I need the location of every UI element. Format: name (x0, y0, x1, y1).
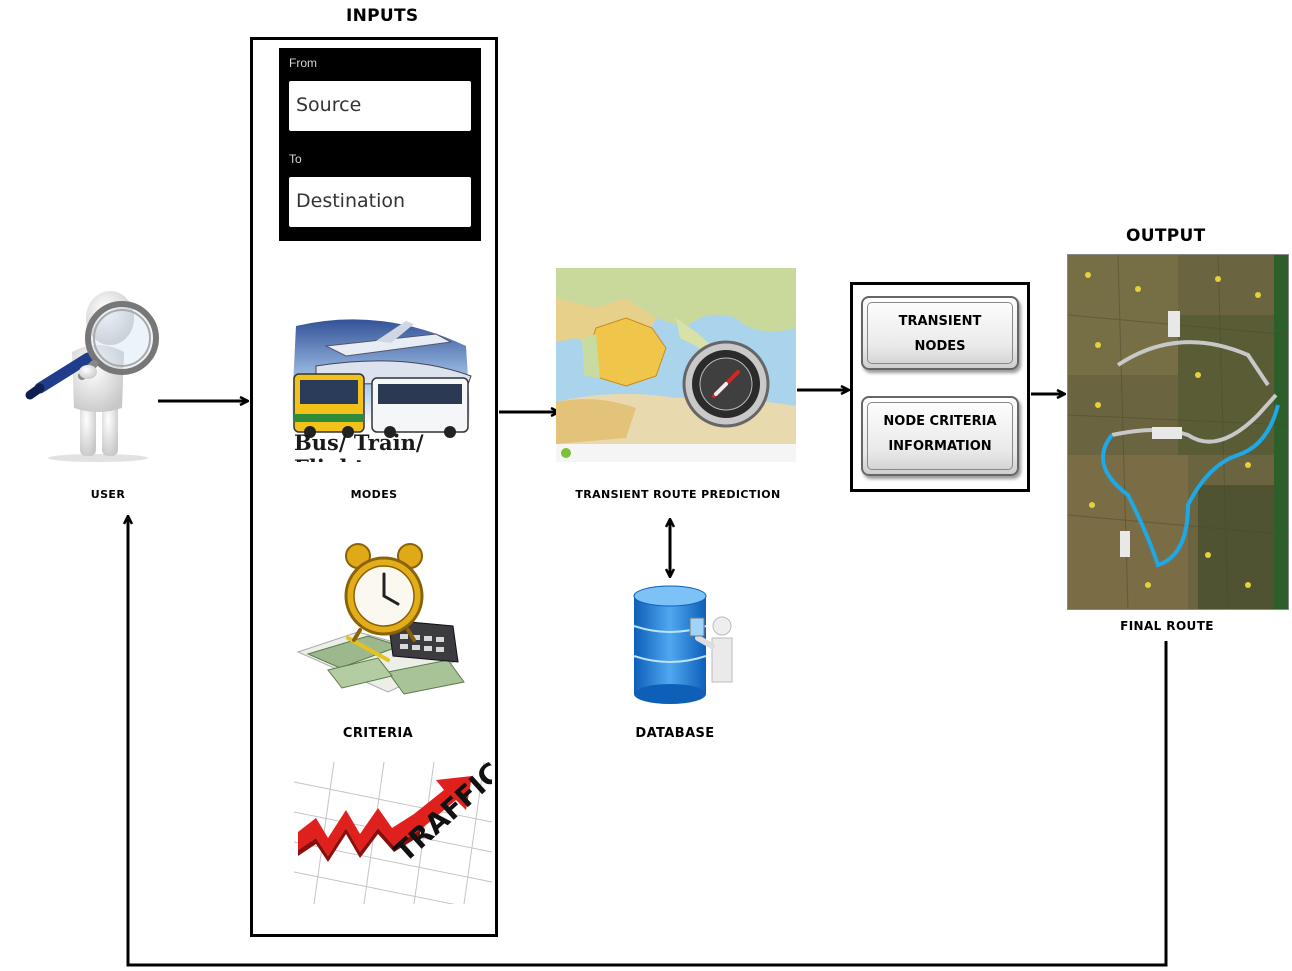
to-label: To (289, 152, 302, 166)
modes-image-text: Bus/ Train/ Flight (294, 430, 424, 462)
criteria-label: CRITERIA (342, 726, 414, 741)
database-label: DATABASE (635, 726, 715, 741)
node-criteria-box: NODE CRITERIA INFORMATION (861, 396, 1019, 476)
output-heading: OUTPUT (1126, 226, 1206, 246)
arrow-feedback-loop (128, 517, 1168, 967)
map-compass-icon (556, 268, 796, 462)
satellite-route-map-icon (1068, 255, 1288, 609)
database-image (628, 582, 740, 708)
traffic-trend-arrow-icon (294, 762, 492, 904)
user-label: USER (90, 488, 126, 501)
criteria-image (288, 542, 468, 698)
prediction-image (556, 268, 796, 462)
node-criteria-line-1: NODE CRITERIA (883, 414, 997, 429)
transient-nodes-line-2: NODES (914, 339, 966, 354)
source-input[interactable]: Source (289, 81, 471, 131)
clock-calculator-money-icon (296, 543, 465, 695)
inputs-panel (250, 37, 498, 937)
prediction-label: TRANSIENT ROUTE PREDICTION (575, 488, 781, 501)
traffic-image: TRAFFIC (294, 762, 492, 904)
final-route-map (1067, 254, 1289, 610)
user-figure (10, 280, 170, 463)
modes-label: MODES (350, 488, 398, 501)
database-cylinder-icon (633, 585, 733, 704)
inputs-heading: INPUTS (346, 6, 419, 26)
transient-nodes-box: TRANSIENT NODES (861, 296, 1019, 370)
prediction-output-box: TRANSIENT NODES NODE CRITERIA INFORMATIO… (850, 282, 1030, 492)
destination-input[interactable]: Destination (289, 177, 471, 227)
modes-image: Bus/ Train/ Flight (286, 316, 476, 462)
final-route-label: FINAL ROUTE (1120, 619, 1214, 633)
transport-modes-icon (291, 319, 472, 438)
user-magnifier-icon (25, 291, 159, 462)
node-criteria-line-2: INFORMATION (888, 439, 992, 454)
route-form: From Source To Destination (279, 48, 481, 241)
from-label: From (289, 56, 317, 70)
transient-nodes-line-1: TRANSIENT (898, 314, 982, 329)
